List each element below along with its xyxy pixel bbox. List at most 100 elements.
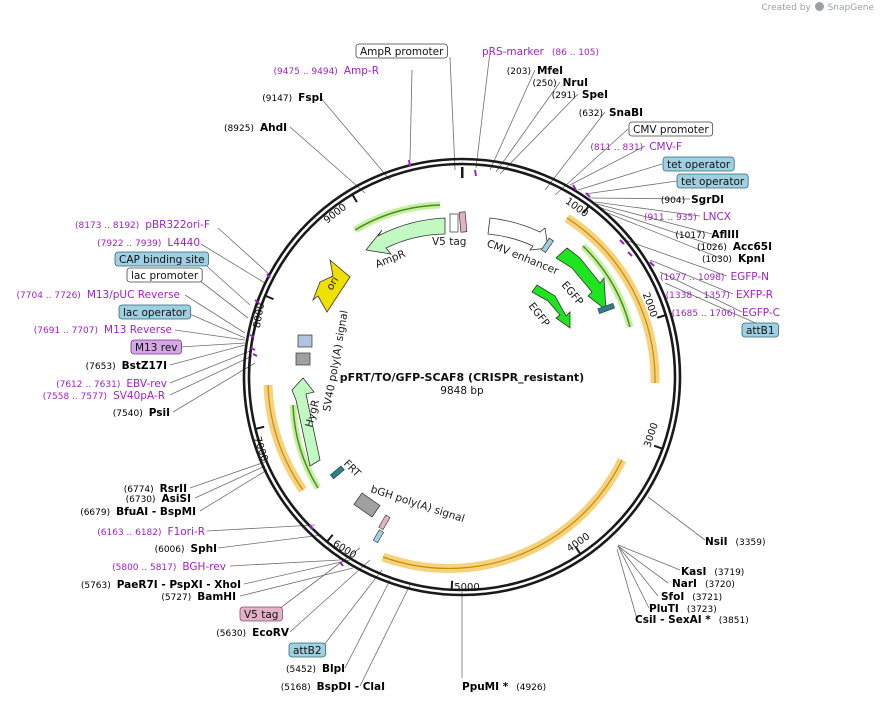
label-ebv-rev[interactable]: EBV-rev(7612 .. 7631)	[56, 378, 167, 390]
label-sgrdi[interactable]: SgrDI(904)	[661, 194, 724, 206]
label-ecorv[interactable]: EcoRV(5630)	[216, 627, 290, 639]
sv40-box-1	[297, 334, 313, 348]
label-amp-promoter[interactable]: AmpR promoter	[355, 43, 448, 59]
label-lac-operator[interactable]: lac operator	[118, 304, 192, 320]
bgh-polya-shape[interactable]	[353, 492, 381, 518]
label-position: (811 .. 831)	[590, 143, 643, 153]
label-cmv-f[interactable]: CMV-F (811 .. 831)	[590, 141, 682, 153]
label-pbr322ori-f[interactable]: pBR322ori-F(8173 .. 8192)	[75, 219, 210, 231]
label-v5-tag-box[interactable]: V5 tag	[239, 606, 283, 622]
label-bspdi[interactable]: BspDI - ClaI (5168)	[281, 681, 385, 693]
label-egfp-n[interactable]: EGFP-N(1077 .. 1098)	[660, 271, 769, 283]
label-name: pRS-marker	[482, 46, 545, 58]
label-text: CAP binding site	[119, 254, 205, 266]
label-position: (3721)	[692, 593, 722, 603]
label-position: (7704 .. 7726)	[17, 291, 81, 301]
ori-arrow[interactable]	[312, 258, 351, 313]
label-box	[355, 43, 448, 59]
label-sphi[interactable]: SphI(6006)	[155, 543, 217, 555]
label-ahdi[interactable]: AhdI(8925)	[224, 122, 287, 134]
label-bgh-rev[interactable]: BGH-rev(5800 .. 5817)	[112, 561, 226, 573]
label-box	[628, 121, 714, 137]
label-attb2[interactable]: attB2	[288, 642, 326, 658]
label-name: BstZ17I	[122, 360, 167, 372]
label-name: Amp-R	[344, 65, 379, 77]
ampr-arrow[interactable]	[365, 217, 446, 255]
label-paer7i[interactable]: PaeR7I - PspXI - XhoI(5763)	[81, 579, 241, 591]
leader-lines	[169, 51, 761, 687]
label-f1ori-r[interactable]: F1ori-R(6163 .. 6182)	[97, 526, 205, 538]
label-nsii[interactable]: NsiI(3359)	[705, 536, 765, 548]
tick-label: 8000	[252, 302, 267, 329]
label-name: PaeR7I - PspXI - XhoI	[117, 579, 241, 591]
label-lncx[interactable]: LNCX(911 .. 935)	[644, 211, 731, 223]
label-blpi[interactable]: BlpI(5452)	[286, 663, 345, 675]
label-kasi[interactable]: KasI(3719)	[681, 566, 744, 578]
label-name: AflIII	[711, 229, 739, 241]
label-nrui[interactable]: NruI(250)	[532, 77, 588, 89]
tick-mark	[263, 294, 274, 301]
cmv-enhancer-arrow[interactable]	[487, 217, 549, 251]
label-name: BlpI	[322, 663, 345, 675]
label-position: (86 .. 105)	[552, 48, 599, 58]
egfp-arrow-1[interactable]	[555, 247, 607, 311]
label-mfei[interactable]: MfeI(203)	[507, 65, 563, 77]
label-pluti[interactable]: PluTI(3723)	[649, 603, 717, 615]
label-text: attB2	[293, 645, 322, 657]
label-csii[interactable]: CsiI - SexAI *(3851)	[635, 614, 749, 626]
label-attb1[interactable]: attB1	[741, 322, 779, 338]
label-sfoi[interactable]: SfoI (3721)	[661, 591, 722, 603]
label-egfp-c[interactable]: EGFP-C(1685 .. 1706)	[672, 307, 780, 319]
label-name: BamHI	[197, 591, 236, 603]
label-position: (5168)	[281, 683, 311, 693]
label-m13-puc-rev[interactable]: M13/pUC Reverse(7704 .. 7726)	[17, 289, 180, 301]
label-bfuai[interactable]: BfuAI - BspMI(6679)	[80, 506, 196, 518]
label-position: (7922 .. 7939)	[97, 239, 161, 249]
hygr-arrow[interactable]	[291, 377, 321, 467]
label-bamhi[interactable]: BamHI (5727)	[161, 591, 236, 603]
label-name: MfeI	[537, 65, 563, 77]
label-cmv-promoter[interactable]: CMV promoter	[628, 121, 714, 137]
label-m13-reverse[interactable]: M13 Reverse(7691 .. 7707)	[34, 324, 172, 336]
label-nari[interactable]: NarI(3720)	[672, 578, 735, 590]
label-name: BfuAI - BspMI	[116, 506, 196, 518]
label-m13-rev[interactable]: M13 rev	[130, 339, 182, 355]
label-name: NarI	[672, 578, 697, 590]
label-cap-binding[interactable]: CAP binding site	[114, 251, 210, 267]
label-name: SgrDI	[691, 194, 724, 206]
backbone-inner-ring	[247, 162, 677, 592]
label-prs-marker[interactable]: pRS-marker (86 .. 105)	[482, 46, 599, 58]
label-asisi[interactable]: AsiSI(6730)	[126, 493, 191, 505]
label-lac-promoter[interactable]: lac promoter	[126, 267, 203, 283]
label-name: AhdI	[260, 122, 287, 134]
label-position: (5727)	[161, 593, 191, 603]
v5-tag-inner-shape[interactable]	[458, 211, 468, 233]
label-name: SfoI	[661, 591, 684, 603]
label-position: (9147)	[262, 94, 292, 104]
label-exfp-r[interactable]: EXFP-R(1338 .. 1357)	[666, 289, 773, 301]
label-bstz17i[interactable]: BstZ17I(7653)	[86, 360, 167, 372]
label-fspi[interactable]: FspI (9147)	[262, 92, 323, 104]
label-snabi[interactable]: SnaBI(632)	[579, 107, 643, 119]
label-spei[interactable]: SpeI(291)	[552, 89, 608, 101]
label-name: CMV-F	[649, 141, 682, 153]
label-tet-operator-1[interactable]: tet operator	[662, 156, 735, 172]
label-l4440[interactable]: L4440(7922 .. 7939)	[97, 237, 200, 249]
label-acc65i[interactable]: Acc65I(1026)	[697, 241, 772, 253]
label-afliii[interactable]: AflIII(1017)	[675, 229, 739, 241]
label-psii[interactable]: PsiI(7540)	[113, 407, 170, 419]
frt-shape[interactable]	[329, 465, 345, 480]
label-name: FspI	[298, 92, 323, 104]
label-tet-operator-2[interactable]: tet operator	[676, 173, 749, 189]
label-ppumi[interactable]: PpuMI *(4926)	[462, 681, 546, 693]
label-name: BspDI - ClaI	[317, 681, 385, 693]
label-kpni[interactable]: KpnI(1030)	[702, 253, 765, 265]
egfp-arrow-2[interactable]	[531, 284, 571, 329]
label-sv40pa-r[interactable]: SV40pA-R(7558 .. 7577)	[43, 390, 165, 402]
label-rsrii[interactable]: RsrII(6774)	[124, 483, 187, 495]
sv40-box-2	[295, 352, 311, 366]
label-position: (6730)	[126, 495, 156, 505]
label-text: V5 tag	[244, 609, 278, 621]
label-position: (6006)	[155, 545, 185, 555]
label-amp-r-primer[interactable]: Amp-R(9475 .. 9494)	[274, 65, 379, 77]
